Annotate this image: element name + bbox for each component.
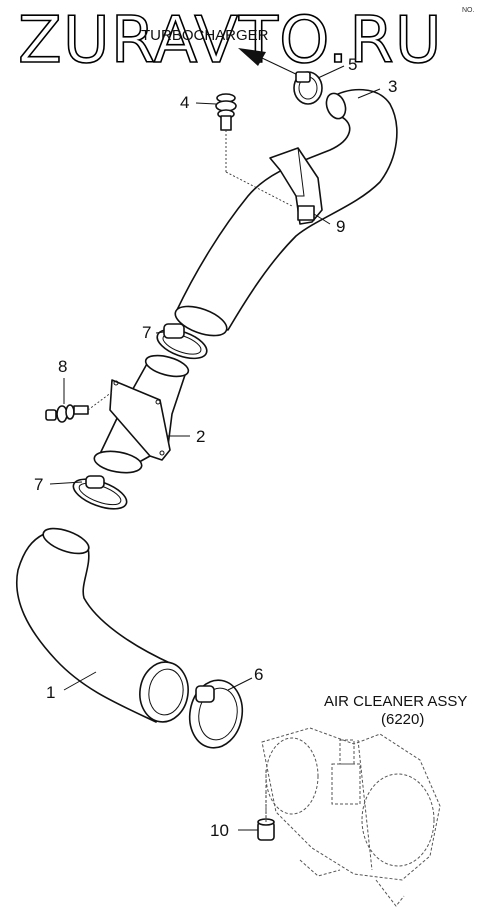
watermark-text: ZURAVTO.RU — [18, 4, 443, 78]
callout-leaders — [49, 65, 381, 831]
turbocharger-arrow — [238, 48, 301, 77]
callouts: 3 5 4 9 7 8 2 7 1 6 10 — [34, 55, 397, 840]
callout-4: 4 — [180, 93, 189, 112]
callout-8: 8 — [58, 357, 67, 376]
watermark-small-text: NO. — [462, 7, 475, 14]
callout-9: 9 — [336, 217, 345, 236]
turbocharger-label: TURBOCHARGER — [141, 27, 269, 44]
air-cleaner-assembly — [261, 727, 441, 907]
flange-bolt — [45, 391, 113, 423]
hose-upper — [174, 88, 398, 337]
callout-6: 6 — [254, 665, 263, 684]
watermark: ZURAVTO.RU NO. — [17, 3, 475, 79]
callout-5: 5 — [348, 55, 357, 74]
bolt-washer-set — [215, 93, 293, 207]
cap-nut — [257, 792, 275, 841]
callout-10: 10 — [210, 821, 229, 840]
callout-7-lower: 7 — [34, 475, 43, 494]
hose-bracket — [269, 147, 323, 225]
hose-lower — [16, 527, 189, 723]
callout-7-upper: 7 — [142, 323, 151, 342]
flange-pipe — [93, 354, 190, 474]
callout-3: 3 — [388, 77, 397, 96]
clamp-upper — [293, 71, 323, 105]
clamp-lower — [188, 679, 244, 749]
clamp-middle-upper — [156, 323, 208, 360]
air-cleaner-code: (6220) — [381, 711, 424, 728]
callout-2: 2 — [196, 427, 205, 446]
callout-1: 1 — [46, 683, 55, 702]
air-cleaner-label: AIR CLEANER ASSY — [324, 693, 467, 710]
clamp-middle-lower — [72, 475, 128, 510]
